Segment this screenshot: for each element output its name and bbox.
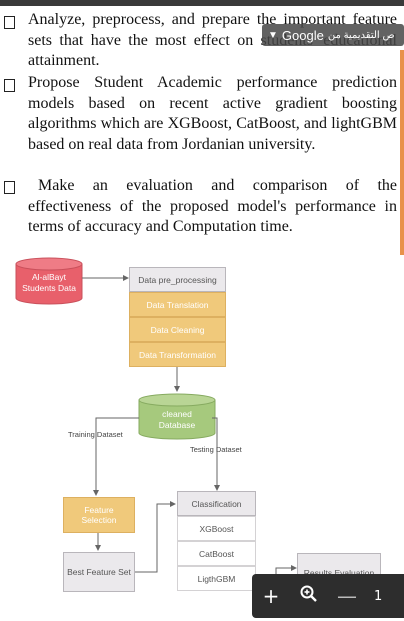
students-data-label-line1: Al-alBayt <box>31 272 66 282</box>
classification-box: Classification <box>177 491 256 516</box>
pdf-viewer-toolbar: + — 1 <box>252 574 404 618</box>
google-translate-badge[interactable]: ▼ Google ص التقديمية من <box>262 24 404 46</box>
data-preprocessing-box: Data pre_processing <box>129 267 226 292</box>
chevron-down-icon[interactable]: ▼ <box>268 29 278 41</box>
data-cleaning-box: Data Cleaning <box>129 317 226 342</box>
students-data-label: Al-alBayt Students Data <box>16 272 82 294</box>
cleaned-database-db-icon <box>138 393 216 440</box>
feature-selection-line2: Selection <box>81 515 117 525</box>
top-bar <box>0 0 404 6</box>
best-feature-set-box: Best Feature Set <box>63 552 135 592</box>
page-number: 1 <box>374 588 383 604</box>
data-translation-box: Data Translation <box>129 292 226 317</box>
feature-selection-box: Feature Selection <box>63 497 135 533</box>
bullet-paragraph-2: Propose Student Academic performance pre… <box>28 74 397 153</box>
feature-selection-line1: Feature <box>84 505 114 515</box>
bullet-box-icon <box>4 16 15 29</box>
catboost-box: CatBoost <box>177 541 256 566</box>
cleaned-database-label: cleaned Database <box>139 409 215 431</box>
students-data-label-line2: Students Data <box>22 283 76 293</box>
bullet-box-icon <box>4 181 15 194</box>
cleaned-database-label-line2: Database <box>158 420 196 430</box>
training-dataset-label: Training Dataset <box>68 430 123 439</box>
translate-arabic-text: ص التقديمية من <box>327 29 395 41</box>
minus-icon[interactable]: — <box>337 584 357 608</box>
xgboost-box: XGBoost <box>177 516 256 541</box>
data-transformation-box: Data Transformation <box>129 342 226 367</box>
google-brand-label: Google <box>281 27 324 43</box>
bullet-box-icon <box>4 79 15 92</box>
right-edge-accent <box>400 50 404 255</box>
cleaned-database-label-line1: cleaned <box>162 409 192 419</box>
testing-dataset-label: Testing Dataset <box>190 445 242 454</box>
plus-icon[interactable]: + <box>262 584 280 608</box>
students-data-db-icon <box>15 257 83 305</box>
zoom-in-icon[interactable] <box>290 584 328 608</box>
lightgbm-box: LigthGBM <box>177 566 256 591</box>
bullet-paragraph-3: Make an evaluation and comparison of the… <box>28 177 397 235</box>
